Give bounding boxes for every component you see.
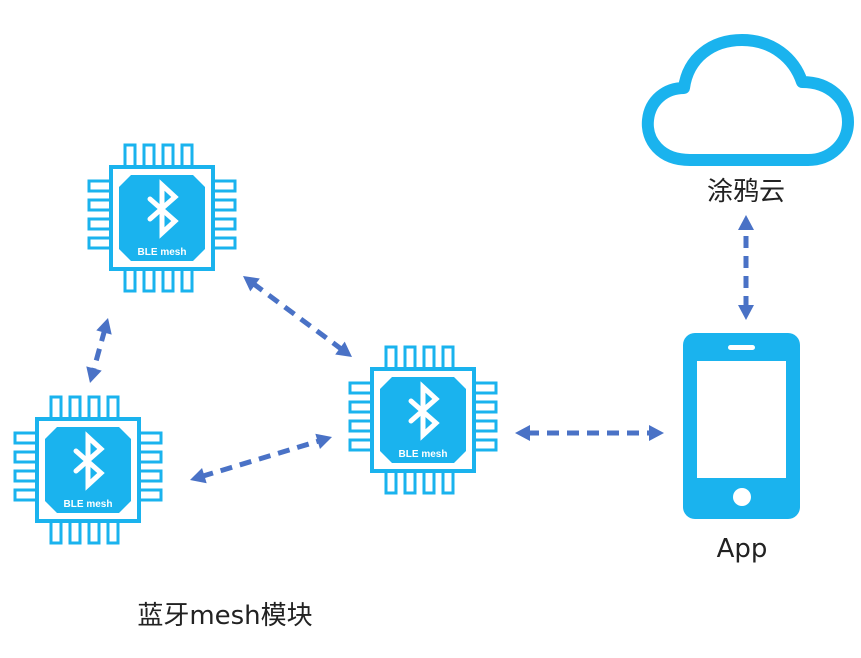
module-caption: 蓝牙mesh模块 — [137, 601, 312, 631]
arrow-chip-top-left-to-chip-center — [243, 276, 352, 357]
phone-node: App — [683, 333, 800, 564]
chip-center: BLE mesh — [350, 347, 496, 493]
arrow-phone-to-cloud — [738, 215, 754, 320]
chip-label: BLE mesh — [399, 449, 448, 460]
connection-arrows — [86, 215, 754, 484]
chip-top-left: BLE mesh — [89, 145, 235, 291]
cloud-icon — [641, 34, 854, 166]
arrow-chip-center-to-phone — [515, 425, 664, 441]
cloud-node: 涂鸦云 — [641, 34, 854, 207]
phone-label: App — [717, 534, 768, 564]
chip-label: BLE mesh — [64, 499, 113, 510]
cloud-label: 涂鸦云 — [707, 177, 785, 207]
smartphone-icon — [683, 333, 800, 519]
chip-label: BLE mesh — [138, 247, 187, 258]
arrow-chip-bottom-left-to-chip-center — [190, 433, 332, 484]
chip-bottom-left: BLE mesh — [15, 397, 161, 543]
arrow-chip-top-left-to-chip-bottom-left — [86, 318, 112, 383]
